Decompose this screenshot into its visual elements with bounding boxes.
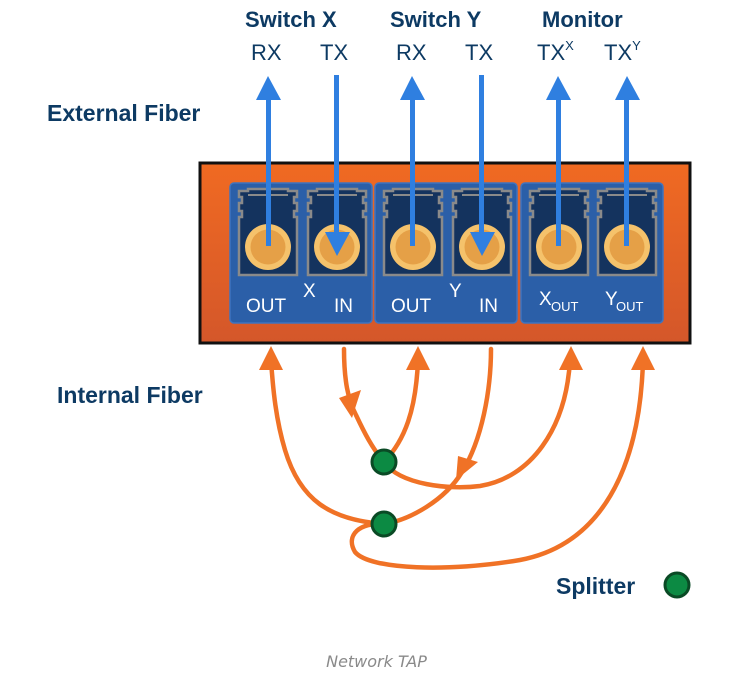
switch-y-rx-label: RX bbox=[396, 40, 427, 66]
arrowhead-x-in-down bbox=[339, 390, 361, 418]
port-monitor-x-label: X bbox=[539, 289, 552, 310]
port-monitor-y-label: Y bbox=[605, 289, 618, 310]
port-label-text: RX bbox=[251, 40, 282, 65]
internal-fiber-splitter-2-to-x-out bbox=[268, 357, 387, 527]
splitter-legend-label: Splitter bbox=[556, 573, 636, 599]
arrowhead-monitor-x bbox=[559, 346, 583, 370]
figure-caption: Network TAP bbox=[326, 652, 427, 671]
external-fiber-switch-x-rx bbox=[256, 76, 281, 246]
arrowhead-monitor-y bbox=[631, 346, 655, 370]
port-x-center-label: X bbox=[303, 281, 316, 302]
monitor-tx-x-label: TXX bbox=[537, 38, 574, 66]
port-x-out-label: OUT bbox=[246, 296, 287, 317]
port-y-out-label: OUT bbox=[391, 296, 432, 317]
splitter-1 bbox=[370, 448, 398, 476]
external-fiber-monitor-tx-y bbox=[615, 76, 640, 246]
port-label-sup: Y bbox=[632, 38, 641, 53]
port-label-text: RX bbox=[396, 40, 427, 65]
port-monitor-x-sub: OUT bbox=[551, 299, 579, 314]
monitor-title: Monitor bbox=[542, 7, 623, 32]
switch-x-tx-label: TX bbox=[320, 40, 348, 66]
internal-fiber-x-in-to-splitter-1 bbox=[341, 346, 387, 465]
port-label-text: TX bbox=[604, 40, 633, 65]
arrowhead-x-out bbox=[259, 346, 283, 370]
port-label-text: TX bbox=[320, 40, 349, 65]
external-fiber-monitor-tx-x bbox=[546, 76, 571, 246]
port-label-text: TX bbox=[537, 40, 566, 65]
splitter-legend-icon bbox=[663, 571, 691, 599]
port-x-in-label: IN bbox=[334, 296, 353, 317]
port-label-text: TX bbox=[465, 40, 494, 65]
port-monitor-y-sub: OUT bbox=[616, 299, 644, 314]
external-fiber-switch-y-rx bbox=[400, 76, 425, 246]
switch-y-tx-label: TX bbox=[465, 40, 493, 66]
port-y-in-label: IN bbox=[479, 296, 498, 317]
switch-y-title: Switch Y bbox=[390, 7, 482, 32]
internal-fiber-label: Internal Fiber bbox=[57, 382, 203, 408]
switch-x-rx-label: RX bbox=[251, 40, 282, 66]
internal-fiber-splitter-1-to-y-out bbox=[381, 357, 421, 465]
arrowhead-y-in-down bbox=[456, 456, 478, 480]
monitor-tx-y-label: TXY bbox=[604, 38, 641, 66]
internal-fiber-splitter-2-to-monitor-y bbox=[349, 357, 646, 570]
port-y-center-label: Y bbox=[449, 281, 462, 302]
port-label-sup: X bbox=[565, 38, 574, 53]
arrowhead-y-out bbox=[406, 346, 430, 370]
external-fiber-label: External Fiber bbox=[47, 100, 201, 126]
external-fiber-switch-y-tx bbox=[470, 75, 495, 256]
external-fiber-switch-x-tx bbox=[325, 75, 350, 256]
splitter-2 bbox=[370, 510, 398, 538]
switch-x-title: Switch X bbox=[245, 7, 337, 32]
internal-fiber-splitter-1-to-monitor-x bbox=[381, 357, 573, 490]
